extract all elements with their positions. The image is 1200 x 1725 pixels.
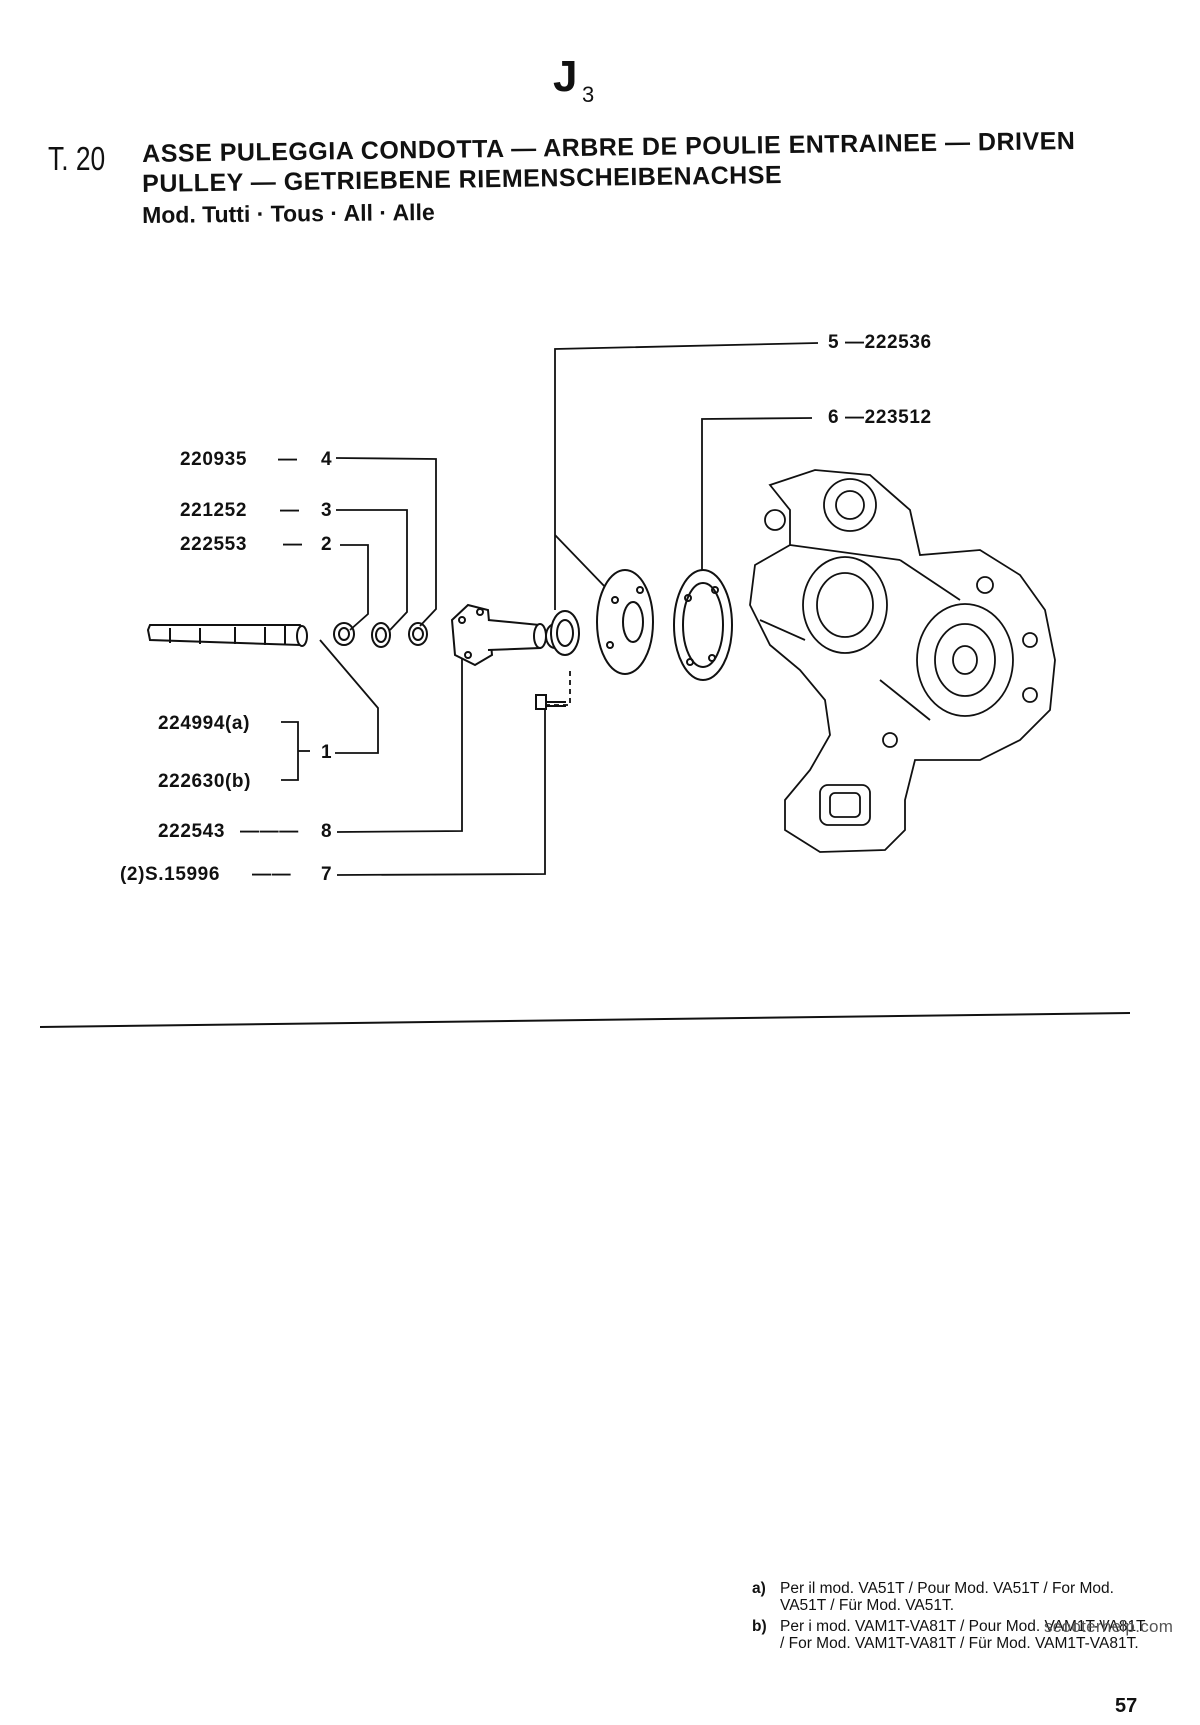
footnote-a: a) Per il mod. VA51T / Pour Mod. VA51T /… bbox=[752, 1580, 1152, 1614]
code-part-8: 222543 bbox=[158, 821, 226, 842]
label-part-5: 5 —222536 bbox=[828, 332, 932, 353]
dash-part-3: — bbox=[280, 500, 300, 521]
footnote-text: Per i mod. VAM1T-VA81T / Pour Mod. VAM1T… bbox=[780, 1618, 1146, 1652]
section-separator bbox=[39, 1012, 1131, 1028]
cover-plate-disc bbox=[596, 569, 654, 675]
section-letter: J bbox=[553, 52, 578, 101]
code-part-7: (2)S.15996 bbox=[120, 864, 221, 885]
code-part-2: 222553 bbox=[180, 534, 248, 555]
num-part-4: 4 bbox=[321, 449, 333, 470]
washer-part-2 bbox=[333, 622, 355, 646]
leader-lines bbox=[281, 342, 819, 876]
bolt-part-7 bbox=[535, 694, 566, 710]
circlip-part-4 bbox=[408, 622, 428, 646]
washer-part-3 bbox=[371, 622, 391, 648]
code-part-1b: 222630(b) bbox=[158, 771, 252, 792]
oil-seal-part-5 bbox=[550, 610, 580, 656]
num-part-1: 1 bbox=[321, 742, 333, 763]
footnote-text: Per il mod. VA51T / Pour Mod. VA51T / Fo… bbox=[780, 1580, 1114, 1614]
dash-part-4: — bbox=[278, 449, 298, 470]
dash-part-2: — bbox=[283, 534, 303, 555]
section-subscript: 3 bbox=[582, 82, 595, 107]
hub-flange-part-8 bbox=[450, 603, 565, 667]
watermark: scooterhelp.com bbox=[1044, 1617, 1174, 1636]
code-part-3: 221252 bbox=[180, 500, 248, 521]
num-part-3: 3 bbox=[321, 500, 333, 521]
footnote-b: b) Per i mod. VAM1T-VA81T / Pour Mod. VA… bbox=[752, 1618, 1152, 1652]
footnotes: a) Per il mod. VA51T / Pour Mod. VA51T /… bbox=[752, 1580, 1152, 1652]
gasket-part-6 bbox=[673, 569, 733, 681]
dash-part-7: —— bbox=[252, 864, 292, 885]
footnote-key: b) bbox=[752, 1618, 767, 1635]
code-part-4: 220935 bbox=[180, 449, 248, 470]
num-part-8: 8 bbox=[321, 821, 333, 842]
code-part-1a: 224994(a) bbox=[158, 713, 251, 734]
num-part-7: 7 bbox=[321, 864, 333, 885]
dash-part-8: ——— bbox=[240, 821, 299, 842]
footnote-key: a) bbox=[752, 1580, 766, 1597]
table-number: T. 20 bbox=[48, 140, 106, 177]
shaft-part-1 bbox=[146, 624, 308, 647]
num-part-2: 2 bbox=[321, 534, 333, 555]
page-number: 57 bbox=[1115, 1695, 1138, 1717]
engine-crankcase bbox=[749, 469, 1056, 853]
label-part-6: 6 —223512 bbox=[828, 407, 932, 428]
